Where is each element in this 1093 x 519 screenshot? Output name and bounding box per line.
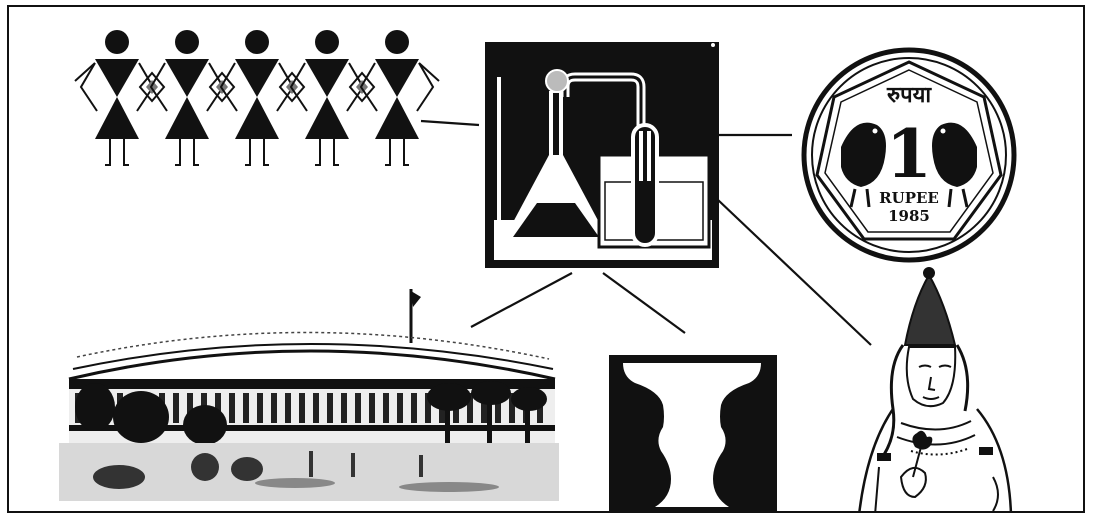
classical-painting-figure [859, 268, 1011, 513]
flask-bulb [546, 70, 568, 92]
coin-year-text: 1985 [888, 207, 930, 225]
building-roof [69, 351, 555, 379]
dancer-figure [361, 30, 433, 165]
dancer-figure [221, 30, 293, 165]
dancer-figure [81, 30, 153, 165]
coin-word-text: RUPEE [879, 189, 939, 207]
dancer-figure [151, 30, 223, 165]
connector-apparatus-to-parliament [471, 273, 572, 327]
vase-faces-illusion [609, 355, 777, 513]
connector-dancers-to-apparatus [421, 121, 479, 125]
painted-face [907, 347, 956, 406]
dancer-figure [291, 30, 363, 165]
coin-digit-1: 1 [886, 115, 932, 193]
tribal-dancers-painting [75, 30, 439, 165]
coin-hindi-text: रुपया [886, 82, 932, 108]
connector-apparatus-to-illusion [603, 273, 685, 333]
stand-rod [497, 77, 501, 222]
one-rupee-coin: रुपया 1 RUPEE 1985 [804, 50, 1014, 260]
crown-icon [905, 275, 955, 345]
collage-svg: रुपया 1 RUPEE 1985 [9, 7, 1085, 513]
chemistry-apparatus [485, 42, 719, 268]
figure-frame: रुपया 1 RUPEE 1985 [7, 5, 1085, 513]
test-tube [633, 125, 657, 245]
flower-icon [912, 431, 932, 450]
